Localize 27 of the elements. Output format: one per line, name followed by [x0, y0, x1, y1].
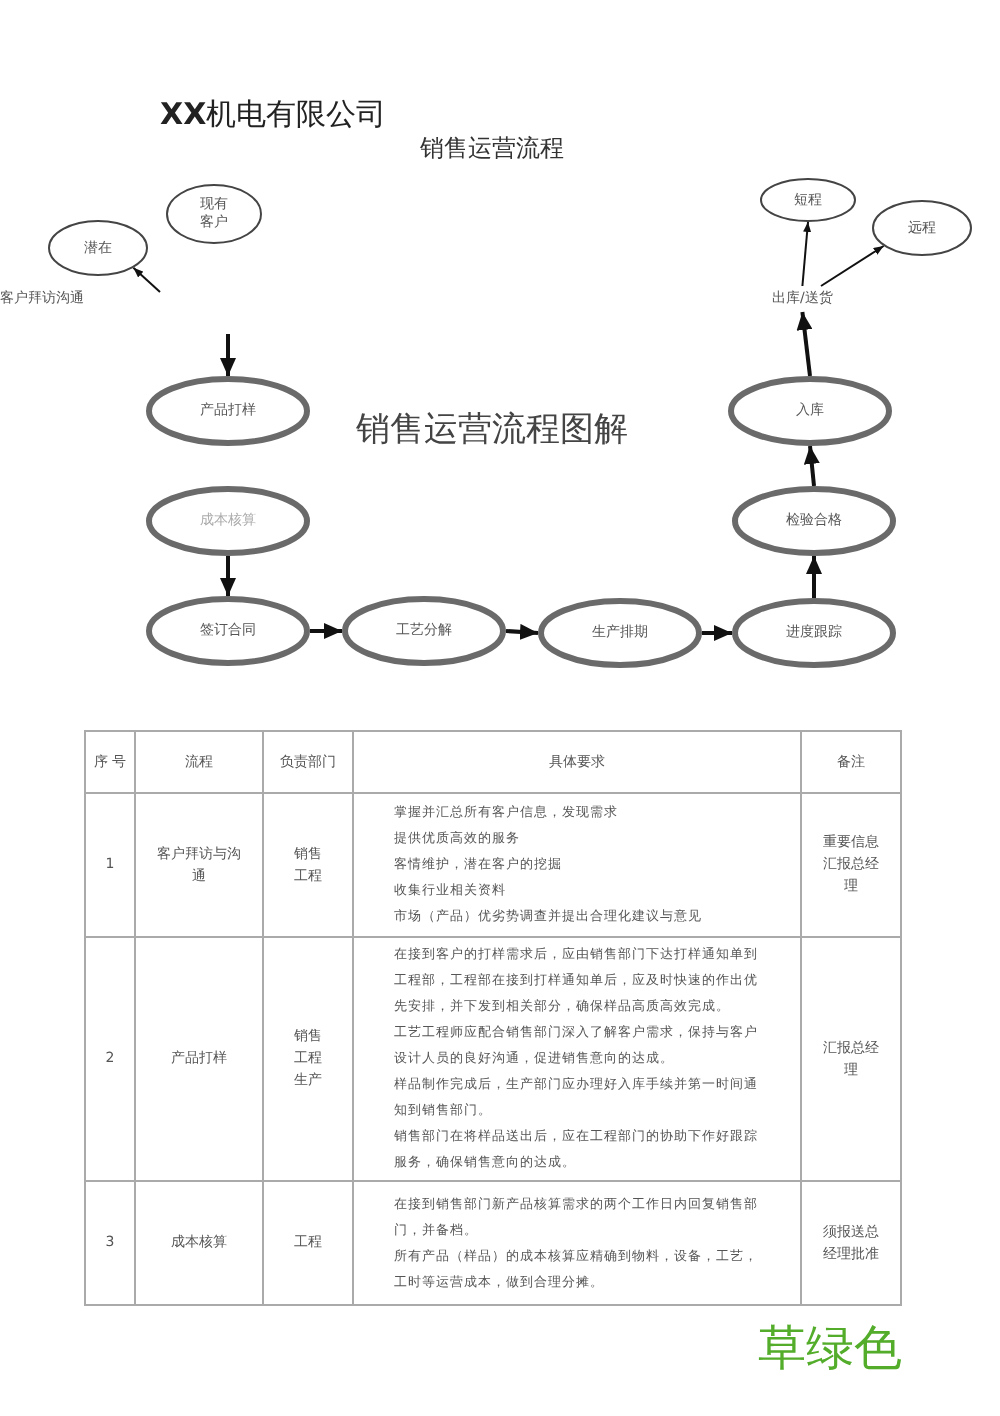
- arrow: [310, 623, 342, 639]
- process-ellipse: [732, 598, 896, 668]
- oval-node: [166, 184, 262, 244]
- page-title: 销售运营流程: [420, 134, 564, 164]
- arrow: [801, 221, 812, 287]
- diagram-heading: 销售运营流程图解: [356, 410, 628, 450]
- arrow: [803, 445, 820, 487]
- arrow: [820, 245, 885, 287]
- company-heading: XX机电有限公司: [160, 96, 387, 132]
- process-ellipse: [146, 596, 310, 666]
- arrow: [220, 556, 236, 596]
- process-ellipse: [728, 376, 892, 446]
- process-ellipse: [146, 486, 310, 556]
- oval-node: [48, 220, 148, 276]
- arrow: [505, 623, 539, 640]
- arrow: [132, 266, 161, 293]
- process-ellipse: [342, 596, 506, 666]
- arrow: [806, 556, 822, 598]
- process-ellipse: [146, 376, 310, 446]
- process-ellipse: [732, 486, 896, 556]
- arrow: [220, 334, 236, 376]
- oval-node: [760, 178, 856, 222]
- oval-node: [872, 200, 972, 256]
- arrow: [702, 625, 732, 641]
- process-ellipse: [538, 598, 702, 668]
- color-label: 草绿色: [758, 1320, 902, 1378]
- arrow: [796, 311, 813, 377]
